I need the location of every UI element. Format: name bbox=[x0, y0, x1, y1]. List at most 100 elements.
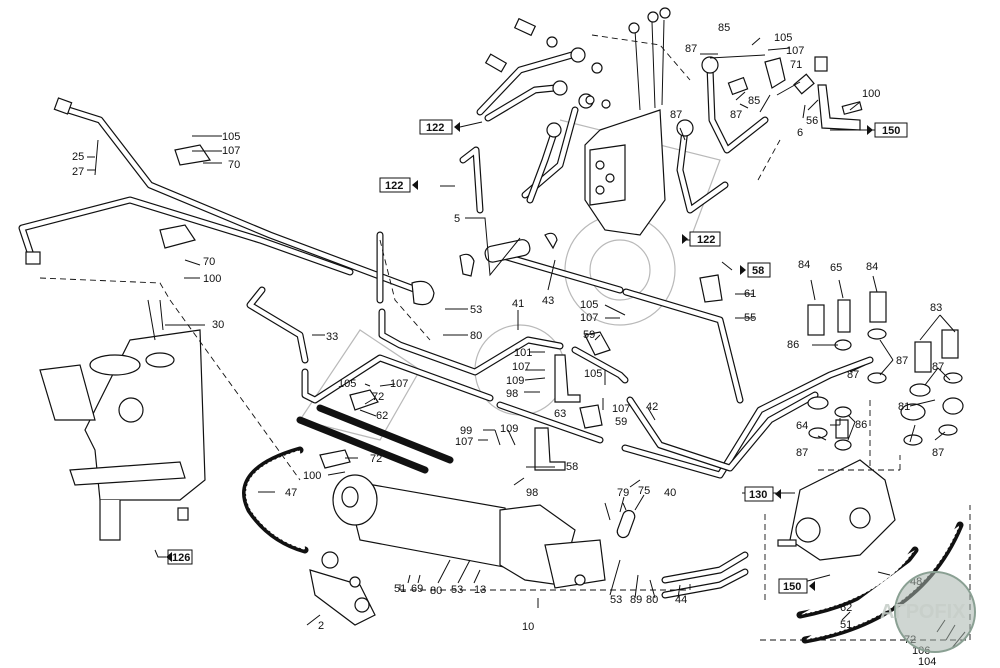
part-label[interactable]: 87 bbox=[932, 361, 944, 373]
part-label[interactable]: 42 bbox=[646, 401, 658, 413]
part-label[interactable]: 75 bbox=[638, 485, 650, 497]
part-label[interactable]: 71 bbox=[790, 59, 802, 71]
part-label[interactable]: 105 bbox=[584, 368, 602, 380]
part-label[interactable]: 87 bbox=[932, 447, 944, 459]
part-label[interactable]: 107 bbox=[455, 436, 473, 448]
part-label[interactable]: 27 bbox=[72, 166, 84, 178]
svg-text:150: 150 bbox=[783, 581, 801, 593]
part-label[interactable]: 44 bbox=[675, 594, 687, 606]
part-label[interactable]: 62 bbox=[376, 410, 388, 422]
braided-hoses-center bbox=[296, 404, 454, 474]
part-label[interactable]: 25 bbox=[72, 151, 84, 163]
part-label[interactable]: 56 bbox=[806, 115, 818, 127]
pipe-42-40 bbox=[496, 346, 874, 479]
part-label[interactable]: 43 bbox=[542, 295, 554, 307]
part-label[interactable]: 65 bbox=[830, 262, 842, 274]
part-label[interactable]: 30 bbox=[212, 319, 224, 331]
part-label[interactable]: 70 bbox=[228, 159, 240, 171]
part-label[interactable]: 80 bbox=[646, 594, 658, 606]
part-label[interactable]: 72 bbox=[372, 391, 384, 403]
part-label[interactable]: 63 bbox=[554, 408, 566, 420]
svg-text:122: 122 bbox=[385, 180, 403, 192]
svg-text:150: 150 bbox=[882, 125, 900, 137]
part-label[interactable]: 84 bbox=[798, 259, 810, 271]
part-label[interactable]: 85 bbox=[748, 95, 760, 107]
part-label[interactable]: 53 bbox=[451, 584, 463, 596]
ref-box-150-b[interactable]: 150 bbox=[778, 578, 815, 594]
part-label[interactable]: 2 bbox=[318, 620, 324, 632]
part-label[interactable]: 105 bbox=[338, 378, 356, 390]
part-label[interactable]: 69 bbox=[411, 583, 423, 595]
part-label[interactable]: 99 bbox=[460, 425, 472, 437]
part-label[interactable]: 51 bbox=[840, 619, 852, 631]
ref-box-122-c[interactable]: 122 bbox=[682, 231, 721, 247]
part-label[interactable]: 62 bbox=[840, 602, 852, 614]
ref-box-150-a[interactable]: 150 bbox=[867, 122, 908, 138]
part-label[interactable]: 87 bbox=[685, 43, 697, 55]
part-label[interactable]: 79 bbox=[617, 487, 629, 499]
part-label[interactable]: 6 bbox=[797, 127, 803, 139]
part-label[interactable]: 107 bbox=[612, 403, 630, 415]
part-label[interactable]: 105 bbox=[774, 32, 792, 44]
part-label[interactable]: 109 bbox=[500, 423, 518, 435]
part-label[interactable]: 40 bbox=[664, 487, 676, 499]
part-label[interactable]: 87 bbox=[796, 447, 808, 459]
part-label[interactable]: 80 bbox=[430, 585, 442, 597]
pipe-41 bbox=[376, 231, 564, 376]
part-label[interactable]: 86 bbox=[855, 419, 867, 431]
part-label[interactable]: 33 bbox=[326, 331, 338, 343]
part-label[interactable]: 107 bbox=[580, 312, 598, 324]
part-label[interactable]: 107 bbox=[222, 145, 240, 157]
part-label[interactable]: 47 bbox=[285, 487, 297, 499]
ref-box-58[interactable]: 58 bbox=[740, 262, 771, 278]
part-label[interactable]: 87 bbox=[670, 109, 682, 121]
part-label[interactable]: 59 bbox=[583, 329, 595, 341]
part-label[interactable]: 85 bbox=[718, 22, 730, 34]
part-label[interactable]: 61 bbox=[744, 288, 756, 300]
fitting-2 bbox=[309, 551, 376, 626]
part-label[interactable]: 107 bbox=[786, 45, 804, 57]
part-label[interactable]: 5 bbox=[454, 213, 460, 225]
part-label[interactable]: 100 bbox=[303, 470, 321, 482]
part-label[interactable]: 55 bbox=[744, 312, 756, 324]
part-label[interactable]: 100 bbox=[862, 88, 880, 100]
part-label[interactable]: 87 bbox=[847, 369, 859, 381]
part-label[interactable]: 64 bbox=[796, 420, 808, 432]
part-label[interactable]: 13 bbox=[474, 584, 486, 596]
ref-box-130[interactable]: 130 bbox=[744, 486, 781, 502]
part-label[interactable]: 51 bbox=[394, 583, 406, 595]
part-label[interactable]: 105 bbox=[222, 131, 240, 143]
part-label[interactable]: 80 bbox=[470, 330, 482, 342]
part-label[interactable]: 83 bbox=[930, 302, 942, 314]
part-label[interactable]: 87 bbox=[730, 109, 742, 121]
part-label[interactable]: 89 bbox=[630, 594, 642, 606]
part-label[interactable]: 87 bbox=[896, 355, 908, 367]
part-label[interactable]: 84 bbox=[866, 261, 878, 273]
part-label[interactable]: 53 bbox=[470, 304, 482, 316]
part-label[interactable]: 70 bbox=[203, 256, 215, 268]
part-label[interactable]: 72 bbox=[370, 453, 382, 465]
ref-box-126[interactable]: 126 bbox=[154, 549, 193, 565]
part-label[interactable]: 86 bbox=[787, 339, 799, 351]
reference-boxes: 122 122 122 58 150 130 bbox=[154, 119, 908, 594]
ref-box-122-a[interactable]: 122 bbox=[419, 119, 460, 135]
part-label[interactable]: 58 bbox=[566, 461, 578, 473]
part-label[interactable]: 107 bbox=[390, 378, 408, 390]
part-label[interactable]: 41 bbox=[512, 298, 524, 310]
part-label[interactable]: 104 bbox=[918, 656, 936, 668]
valve-feed-pipes bbox=[459, 17, 611, 214]
part-label[interactable]: 98 bbox=[526, 487, 538, 499]
pipe-25-27 bbox=[18, 97, 435, 306]
part-label[interactable]: 81 bbox=[898, 401, 910, 413]
part-label[interactable]: 98 bbox=[506, 388, 518, 400]
part-label[interactable]: 105 bbox=[580, 299, 598, 311]
part-label[interactable]: 101 bbox=[514, 347, 532, 359]
part-label[interactable]: 10 bbox=[522, 621, 534, 633]
part-label[interactable]: 107 bbox=[512, 361, 530, 373]
part-label[interactable]: 59 bbox=[615, 416, 627, 428]
part-label[interactable]: 100 bbox=[203, 273, 221, 285]
part-label[interactable]: 53 bbox=[610, 594, 622, 606]
part-label[interactable]: 109 bbox=[506, 375, 524, 387]
ref-box-122-b[interactable]: 122 bbox=[379, 177, 418, 193]
